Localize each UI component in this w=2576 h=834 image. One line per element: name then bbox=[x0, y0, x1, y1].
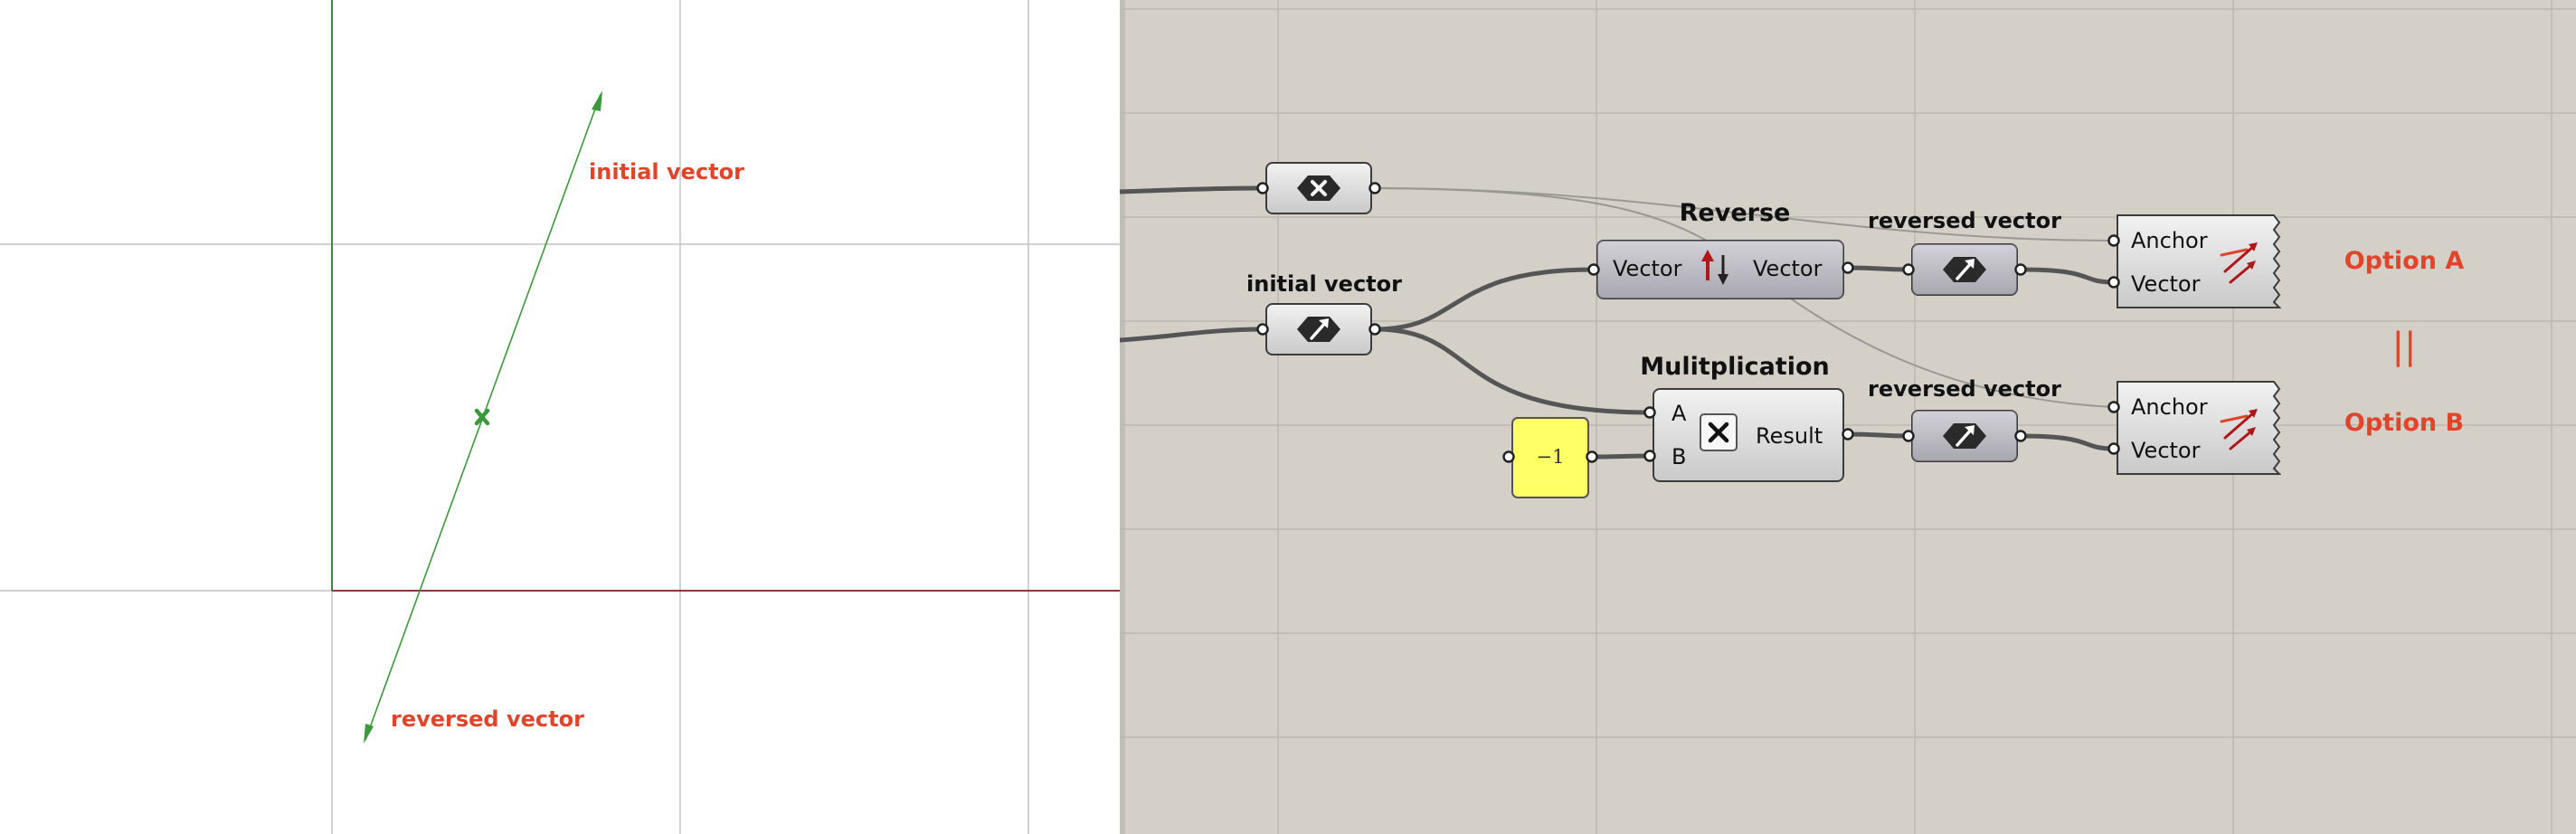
point-param[interactable] bbox=[1256, 162, 1381, 214]
rhino-viewport[interactable]: initial vector reversed vector bbox=[0, 0, 1120, 834]
viewport-grid bbox=[0, 0, 1120, 834]
option-a-label: Option A bbox=[2344, 247, 2465, 275]
equals-mark: || bbox=[2392, 326, 2417, 367]
vector-display-icon bbox=[2220, 242, 2258, 284]
option-b-label: Option B bbox=[2344, 409, 2464, 437]
multiplication-component[interactable]: A B Result bbox=[1643, 388, 1854, 482]
initial-vector-arrowhead bbox=[592, 90, 602, 111]
vector-display-b-vector: Vector bbox=[2131, 438, 2201, 463]
origin-point-icon bbox=[474, 408, 490, 426]
vector-display-a-anchor: Anchor bbox=[2131, 228, 2208, 253]
reversed-vector-label-a: reversed vector bbox=[1868, 208, 2061, 233]
viewport-label-reversed: reversed vector bbox=[391, 706, 584, 732]
viewport-label-initial: initial vector bbox=[589, 159, 744, 185]
multiplication-input-b: B bbox=[1672, 444, 1686, 469]
number-slider-value: −1 bbox=[1537, 446, 1565, 468]
reverse-title: Reverse bbox=[1680, 199, 1791, 227]
vector-display-b-anchor: Anchor bbox=[2131, 394, 2208, 420]
vector-display-component-b[interactable]: Anchor Vector bbox=[2107, 381, 2282, 475]
vector-display-component-a[interactable]: Anchor Vector bbox=[2107, 214, 2282, 308]
initial-vector-param[interactable] bbox=[1256, 303, 1381, 355]
reversed-vector-label-b: reversed vector bbox=[1868, 376, 2061, 402]
reversed-vector-arrowhead bbox=[364, 724, 374, 744]
reverse-component[interactable]: Vector Vector bbox=[1587, 240, 1854, 299]
vector-display-a-vector: Vector bbox=[2131, 271, 2201, 297]
number-slider[interactable]: −1 bbox=[1502, 417, 1598, 498]
canvas-grid bbox=[1120, 0, 2576, 834]
vector-display-icon bbox=[2220, 409, 2258, 450]
multiplication-output-label: Result bbox=[1756, 423, 1823, 449]
multiply-icon bbox=[1700, 413, 1738, 451]
reverse-output-label: Vector bbox=[1753, 256, 1823, 281]
grasshopper-canvas[interactable]: initial vector Reverse Vector Vector bbox=[1120, 0, 2576, 834]
reversed-vector-param-a[interactable] bbox=[1902, 243, 2027, 296]
reverse-input-label: Vector bbox=[1613, 256, 1682, 281]
reversed-vector-param-b[interactable] bbox=[1902, 410, 2027, 462]
reverse-arrows-icon bbox=[1701, 250, 1728, 285]
initial-vector-label: initial vector bbox=[1246, 271, 1402, 297]
multiplication-title: Mulitplication bbox=[1640, 353, 1830, 381]
multiplication-input-a: A bbox=[1672, 401, 1687, 426]
